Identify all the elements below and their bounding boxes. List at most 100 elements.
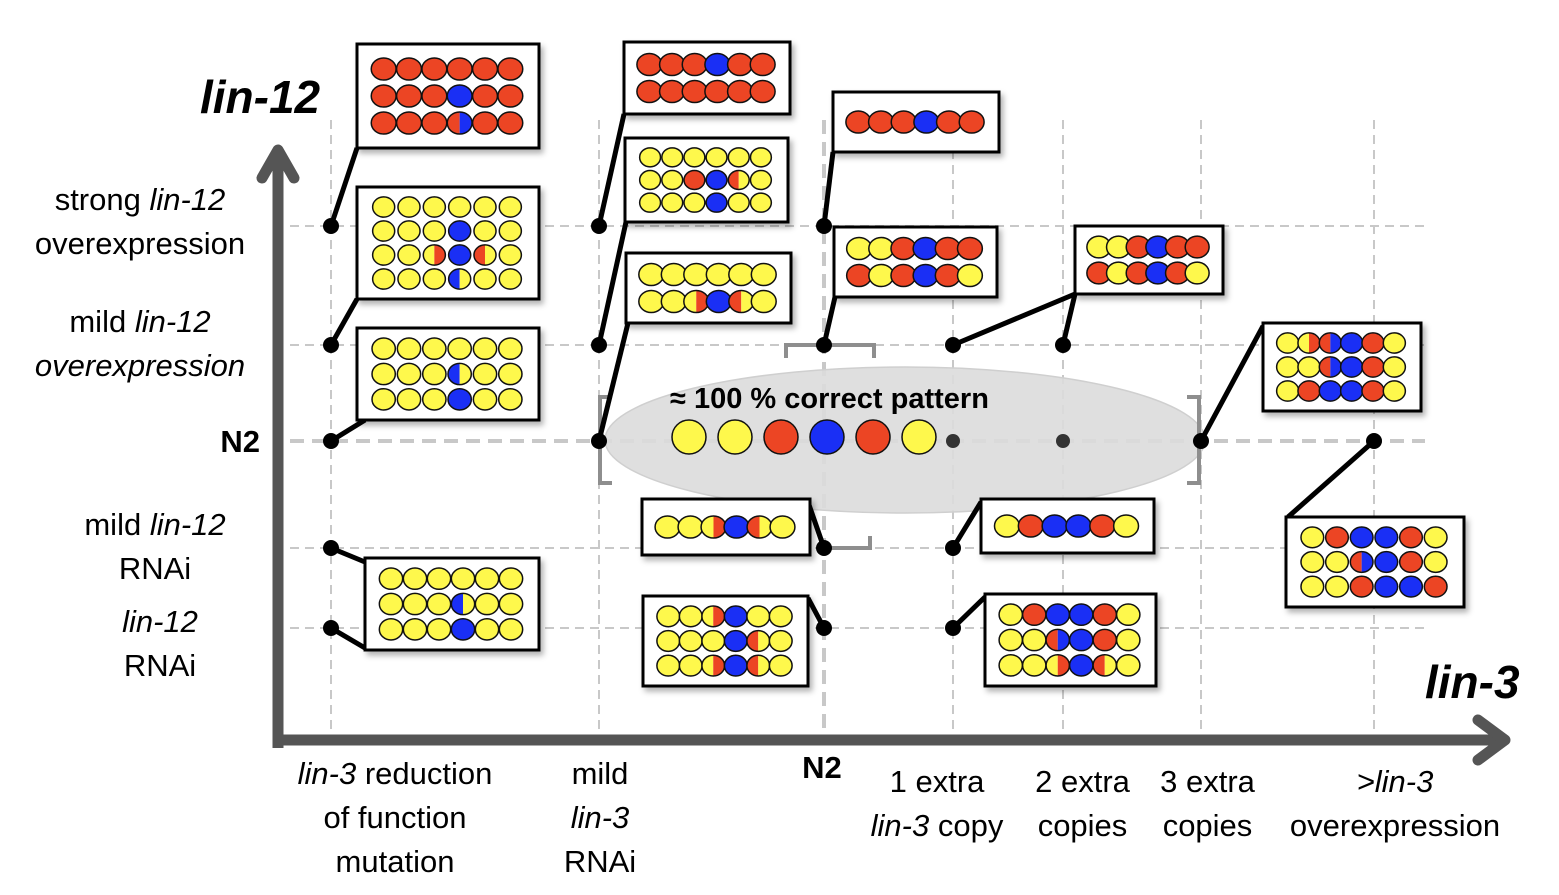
cell: [726, 79, 754, 104]
cell: [396, 387, 422, 411]
cell: [934, 236, 961, 261]
cell: [402, 617, 428, 641]
pattern-box-rf-strong-top: [355, 42, 541, 150]
pattern-box-n2-mild: [832, 225, 999, 299]
y-label-rnai: lin-12 RNAi: [122, 604, 198, 683]
cell-half: [696, 290, 709, 313]
cell-half: [701, 516, 714, 538]
cell: [1398, 575, 1424, 598]
data-point: [945, 540, 961, 556]
cell: [704, 79, 731, 104]
cell: [1275, 380, 1300, 402]
cell: [426, 567, 452, 591]
cell: [447, 387, 473, 411]
cell: [395, 84, 423, 108]
cell: [447, 244, 472, 266]
cell: [498, 567, 524, 591]
cell-half: [1309, 332, 1321, 354]
pattern-box-n2-rnai: [641, 594, 810, 688]
cell: [913, 110, 940, 134]
data-point: [1193, 433, 1209, 449]
data-point: [323, 218, 339, 234]
cell: [956, 263, 984, 288]
cell: [723, 515, 750, 539]
cell: [378, 592, 404, 616]
data-point: [816, 337, 832, 353]
connector-line: [821, 151, 836, 227]
cell: [1374, 526, 1399, 549]
data-point: [323, 433, 339, 449]
cell: [654, 515, 681, 539]
cell: [1361, 332, 1385, 354]
cell: [371, 196, 396, 218]
cell: [397, 268, 421, 290]
cell: [658, 52, 686, 77]
cell: [422, 196, 447, 218]
cell: [890, 110, 917, 134]
cell: [890, 236, 917, 261]
cell: [378, 567, 404, 591]
cell: [473, 220, 497, 242]
cell-outline: [473, 244, 497, 266]
data-point: [591, 433, 607, 449]
axes: [256, 144, 1511, 766]
connector-line: [328, 297, 360, 347]
cell: [1349, 526, 1374, 549]
x-label-reduction-of-function: lin-3 reduction of function mutation: [297, 756, 493, 879]
cell: [868, 236, 895, 261]
cell-half: [1319, 356, 1331, 378]
cell: [677, 515, 704, 539]
cell: [397, 196, 421, 218]
cell: [426, 592, 452, 616]
cell: [705, 192, 728, 213]
cell: [901, 419, 937, 455]
cell-half: [746, 630, 759, 652]
cell: [447, 337, 473, 361]
cell-half: [1330, 332, 1342, 354]
y-label-strong-overexpression: strong lin-12 overexpression: [34, 182, 246, 261]
cell-half: [1104, 654, 1117, 676]
cell: [1361, 380, 1385, 402]
cell: [956, 236, 984, 261]
cell-half: [701, 605, 714, 627]
pattern-box-rf-rnai: [363, 556, 541, 652]
cell: [660, 262, 687, 287]
cell: [1382, 356, 1407, 378]
cell-half: [713, 516, 726, 538]
cell: [1275, 332, 1300, 354]
cell: [395, 111, 423, 135]
cell-half: [459, 112, 473, 134]
cell: [768, 629, 793, 653]
cell-half: [1361, 551, 1373, 573]
cell: [845, 263, 873, 288]
cell: [371, 387, 397, 411]
cell: [473, 268, 497, 290]
cell: [1115, 653, 1141, 677]
cell: [998, 628, 1024, 652]
cell-half: [451, 593, 463, 615]
cell: [378, 617, 404, 641]
cell: [723, 629, 748, 653]
cell: [845, 236, 873, 261]
cell-half: [728, 170, 739, 190]
cell-half: [447, 112, 460, 134]
cell: [749, 79, 776, 104]
cell: [768, 654, 793, 677]
x-label-2-extra-copies: 2 extra copies: [1035, 764, 1130, 843]
cell: [727, 192, 750, 213]
pattern-box-x12-mild: [1073, 224, 1225, 296]
cell: [855, 419, 891, 455]
data-point: [816, 218, 832, 234]
cell: [1300, 526, 1325, 549]
cell: [471, 111, 499, 135]
cell-half: [758, 655, 770, 677]
cell: [1423, 550, 1448, 574]
cell: [723, 654, 748, 677]
cell: [1324, 550, 1350, 574]
connector-line: [596, 113, 627, 227]
cell: [447, 220, 472, 242]
cell-half: [738, 170, 750, 190]
cell: [371, 220, 396, 242]
cell: [638, 289, 665, 314]
